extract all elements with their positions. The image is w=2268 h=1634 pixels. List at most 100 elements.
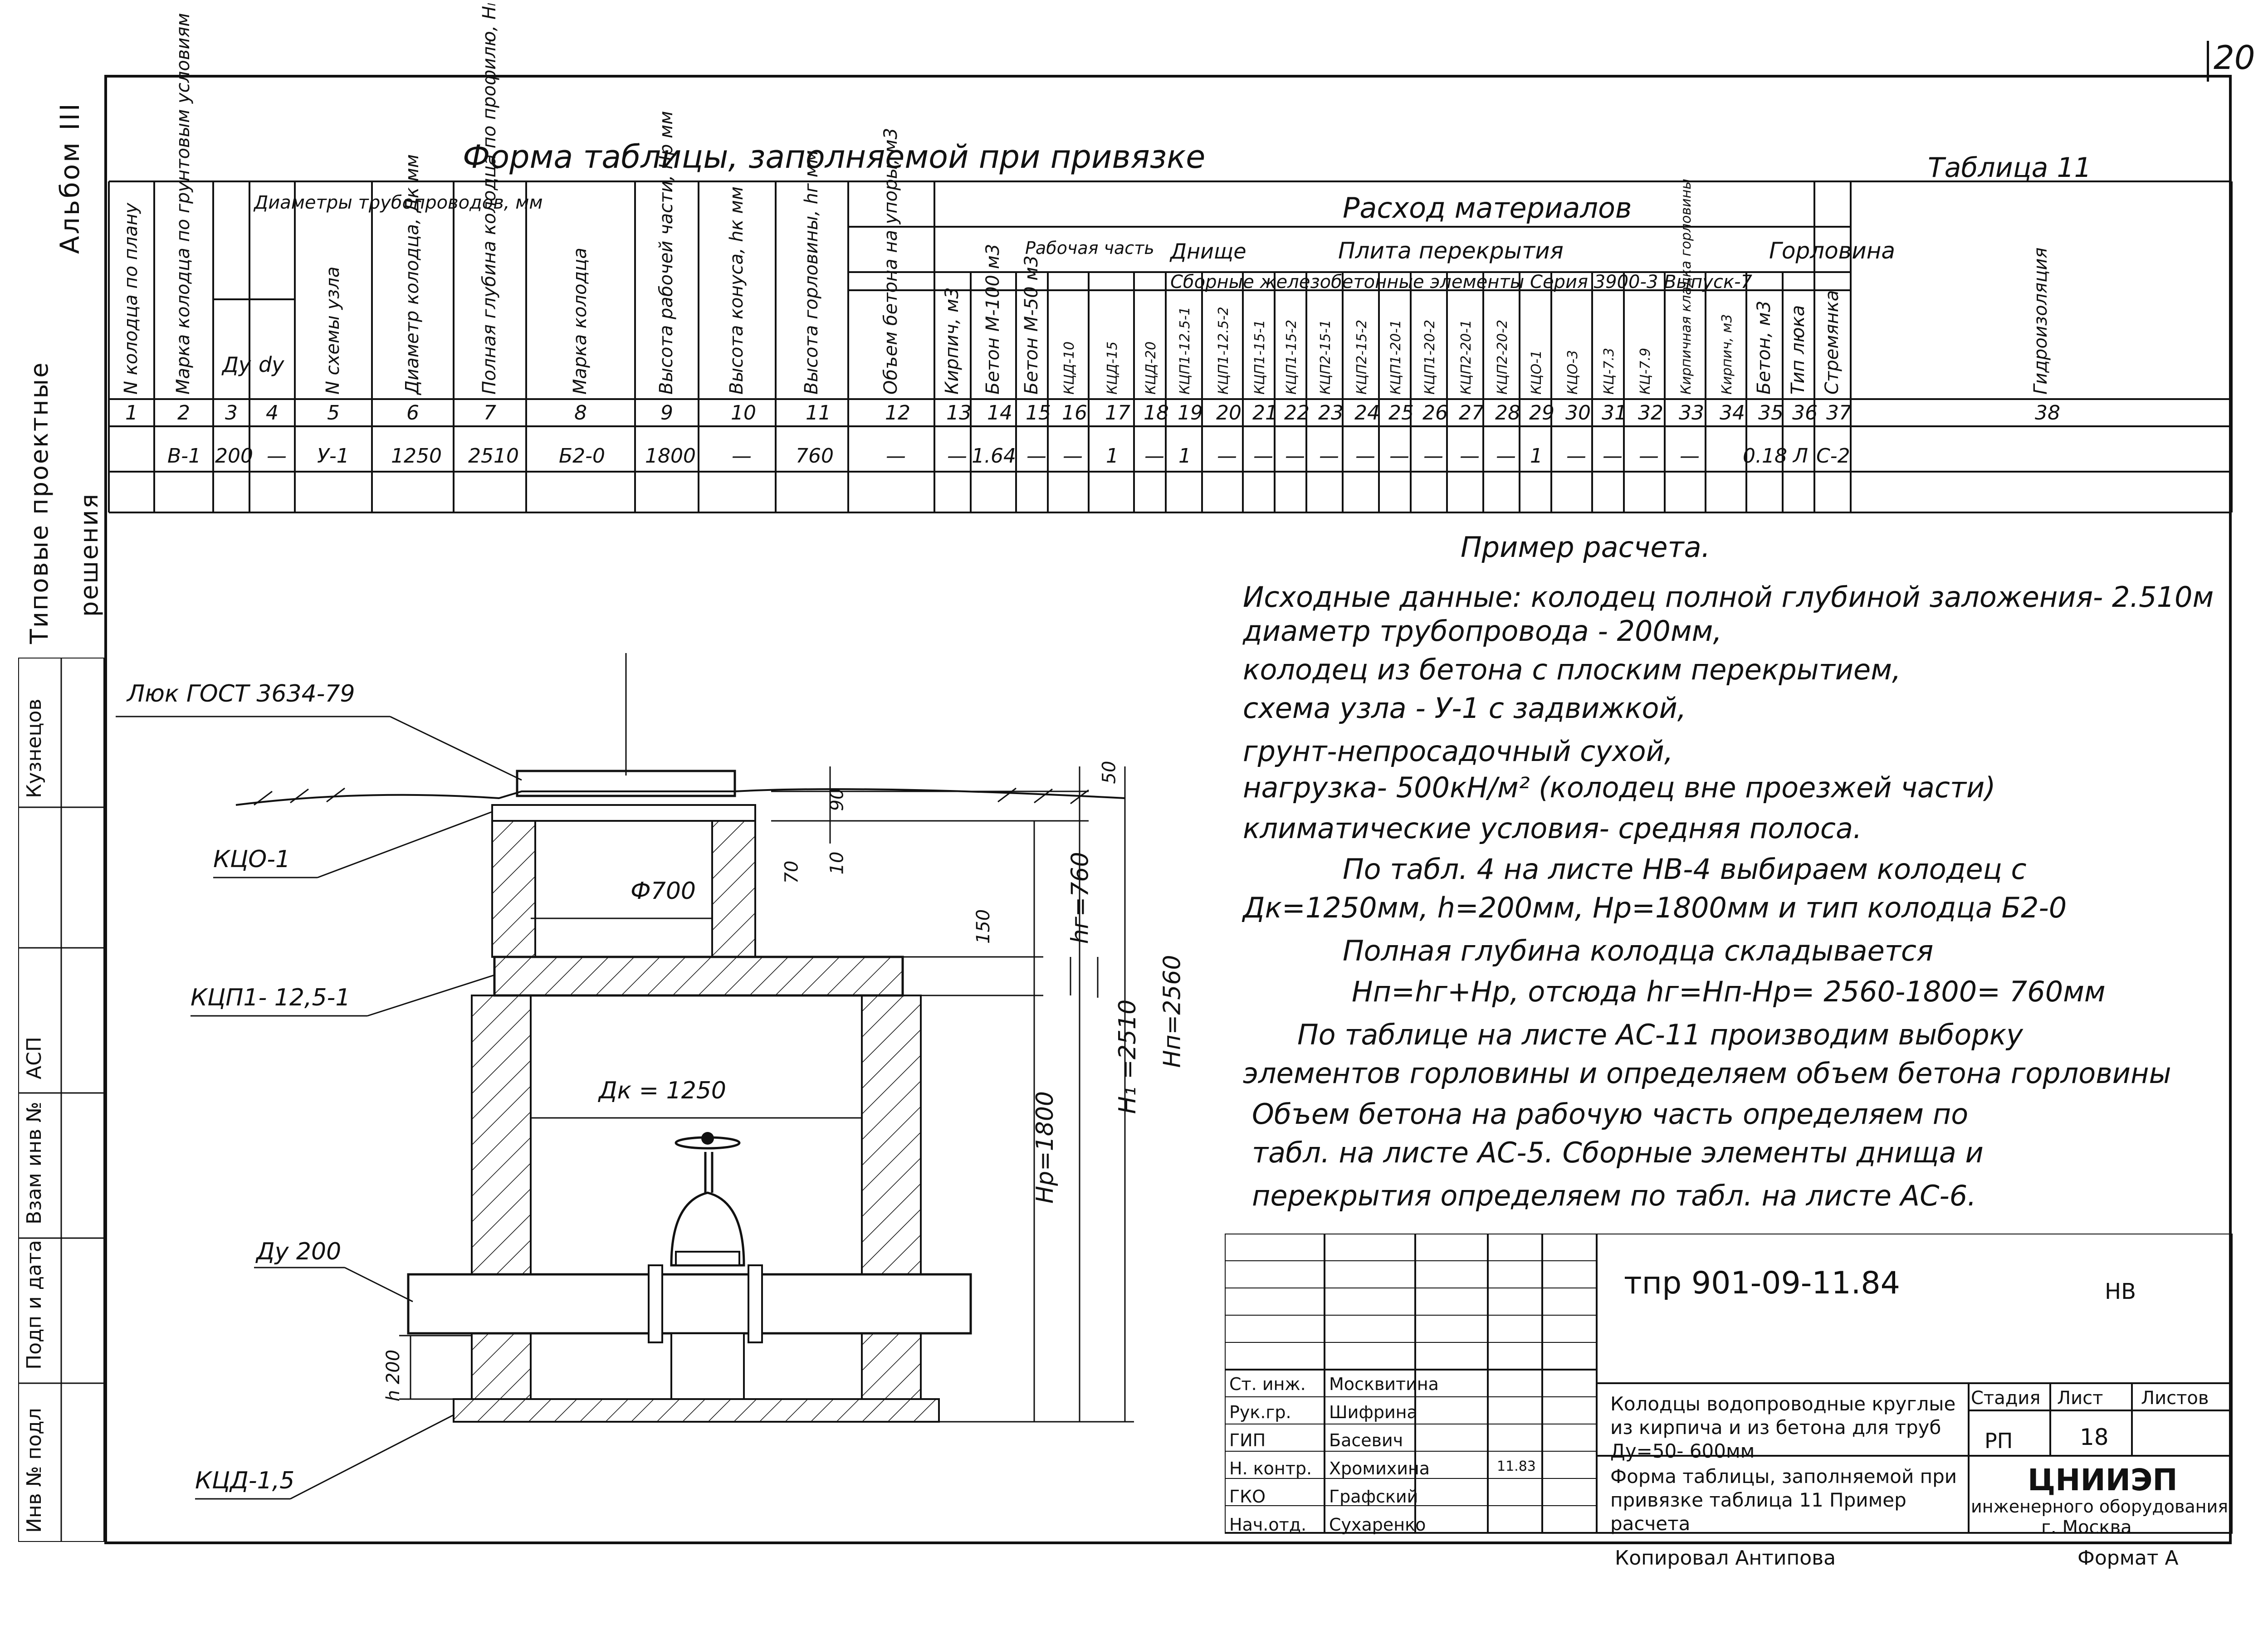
table-data-cell: Б2-0: [559, 444, 605, 468]
dim-hn: Нп=2560: [1158, 955, 1186, 1068]
sheet-frame: [104, 75, 2232, 1544]
table-column-header: КЦП1-15-1: [1252, 320, 1268, 395]
notes-line: Дк=1250мм, h=200мм, Нр=1800мм и тип коло…: [1243, 891, 2067, 924]
tb-role: ГКО: [1229, 1487, 1266, 1507]
table-column-header: Кирпич, м3: [942, 287, 963, 395]
table-column-number: 23: [1318, 401, 1344, 424]
table-column-header: Стремянка: [1822, 290, 1843, 395]
table-column-header: КЦ-7.9: [1637, 348, 1653, 395]
notes-line: климатические условия- средняя полоса.: [1243, 812, 1862, 845]
notes-heading: Пример расчета.: [1461, 531, 1711, 564]
table-column-header: Гидроизоляция: [2030, 248, 2051, 395]
table-column-header: Тип люка: [1788, 305, 1809, 395]
tb-code: тпр 901-09-11.84: [1624, 1265, 1900, 1301]
table-column-number: 1: [125, 401, 138, 424]
notes-line: нагрузка- 500кН/м² (колодец вне проезжей…: [1243, 771, 1996, 804]
table-data-cell: —: [1680, 444, 1700, 468]
table-column-number: 7: [484, 401, 496, 424]
table-data-cell: —: [732, 444, 752, 468]
table-data-cell: —: [1460, 444, 1480, 468]
tb-name: Графский: [1329, 1487, 1418, 1507]
sheet-number: 20: [2214, 39, 2255, 77]
tb-role: Н. контр.: [1229, 1458, 1312, 1478]
table-subgroup: Рабочая часть: [1025, 238, 1154, 258]
tb-org: ЦНИИЭП: [2028, 1463, 2178, 1497]
table-data-cell: —: [947, 444, 967, 468]
tb-stage-header: Стадия: [1971, 1388, 2041, 1409]
table-column-number: 16: [1062, 401, 1087, 424]
notes-line: Полная глубина колодца складывается: [1343, 934, 1934, 967]
table-data-cell: —: [1496, 444, 1516, 468]
table-data-cell: 2510: [468, 444, 519, 468]
table-column-header: Кирпич, м3: [1719, 314, 1735, 395]
table-data-cell: —: [1389, 444, 1409, 468]
table-data-cell: У-1: [317, 444, 349, 468]
table-column-number: 22: [1284, 401, 1310, 424]
table-column-number: 28: [1495, 401, 1520, 424]
table-column-number: 36: [1792, 401, 1818, 424]
table-column-header: КЦО-1: [1529, 350, 1545, 395]
notes-line: Исходные данные: колодец полной глубиной…: [1243, 580, 2214, 614]
tb-name: Сухаренко: [1329, 1515, 1426, 1535]
tb-code-suffix: НВ: [2105, 1279, 2136, 1304]
label-du: Ду 200: [256, 1238, 342, 1265]
side-stamp: [18, 658, 105, 1542]
label-hatch: Люк ГОСТ 3634-79: [127, 680, 355, 707]
table-number: Таблица 11: [1928, 152, 2092, 184]
table-diameter-header: Диаметры трубопроводов, мм: [253, 192, 543, 213]
table-column-header: Объем бетона на упоры, м3: [880, 128, 901, 395]
table-column-header: КЦП1-15-2: [1284, 320, 1300, 395]
table-column-number: 8: [574, 401, 587, 424]
table-column-header: КЦП2-15-2: [1354, 320, 1370, 395]
table-data-cell: 200: [215, 444, 253, 468]
notes-line: табл. на листе АС-5. Сборные элементы дн…: [1252, 1136, 1984, 1169]
table-data-cell: —: [1063, 444, 1083, 468]
table-column-header: КЦП1-12.5-1: [1177, 307, 1193, 395]
table-column-number: 10: [731, 401, 756, 424]
table-data-cell: —: [1144, 444, 1164, 468]
table-column-header: КЦП1-20-2: [1422, 320, 1438, 395]
table-column-number: 38: [2035, 401, 2060, 424]
tb-role: Ст. инж.: [1229, 1374, 1306, 1394]
notes-line: перекрытия определяем по табл. на листе …: [1252, 1179, 1976, 1212]
table-column-header: КЦД-15: [1105, 341, 1120, 395]
table-column-number: 3: [225, 401, 238, 424]
table-data-cell: —: [267, 444, 287, 468]
table-data-cell: —: [1603, 444, 1623, 468]
notes-line: По таблице на листе АС-11 производим выб…: [1297, 1018, 2023, 1051]
table-column-header: Ду: [221, 352, 251, 377]
table-column-number: 35: [1758, 401, 1784, 424]
table-data-cell: 1250: [391, 444, 442, 468]
table-column-number: 26: [1422, 401, 1448, 424]
label-phi700: Ф700: [631, 878, 696, 905]
table-column-number: 30: [1565, 401, 1591, 424]
table-group-header: Расход материалов: [1343, 191, 1632, 224]
table-subgroup: Плита перекрытия: [1338, 238, 1564, 264]
table-column-header: КЦД-20: [1143, 341, 1159, 395]
table-column-header: Бетон М-100 м3: [982, 244, 1003, 395]
table-column-header: КЦО-3: [1565, 350, 1581, 395]
sheet-number-divider: [2207, 41, 2209, 82]
table-column-header: Марка колодца по грунтовым условиям: [173, 13, 194, 395]
table-data-cell: —: [1355, 444, 1375, 468]
label-dk: Дк = 1250: [599, 1077, 726, 1104]
notes-line: По табл. 4 на листе НВ-4 выбираем колоде…: [1343, 853, 2027, 886]
tb-format: Формат А: [2077, 1546, 2179, 1570]
notes-line: схема узла - У-1 с задвижкой,: [1243, 692, 1686, 725]
tb-sheet-header: Лист: [2057, 1388, 2103, 1409]
table-series-note: Сборные железобетонные элементы Серия 39…: [1170, 272, 1753, 293]
table-data-cell: —: [1319, 444, 1339, 468]
table-data-cell: —: [1566, 444, 1586, 468]
table-column-number: 34: [1720, 401, 1745, 424]
table-column-number: 20: [1216, 401, 1242, 424]
table-column-header: Полная глубина колодца по профилю, Нₗ мм: [479, 0, 500, 395]
table-column-number: 6: [406, 401, 419, 424]
tb-name: Москвитина: [1329, 1374, 1439, 1394]
table-data-cell: 0.18: [1743, 444, 1787, 468]
table-data-cell: С-2: [1816, 444, 1850, 468]
dim-70: 70: [781, 860, 802, 884]
table-column-number: 25: [1388, 401, 1414, 424]
table-column-number: 19: [1178, 401, 1203, 424]
dim-150: 150: [973, 909, 994, 944]
